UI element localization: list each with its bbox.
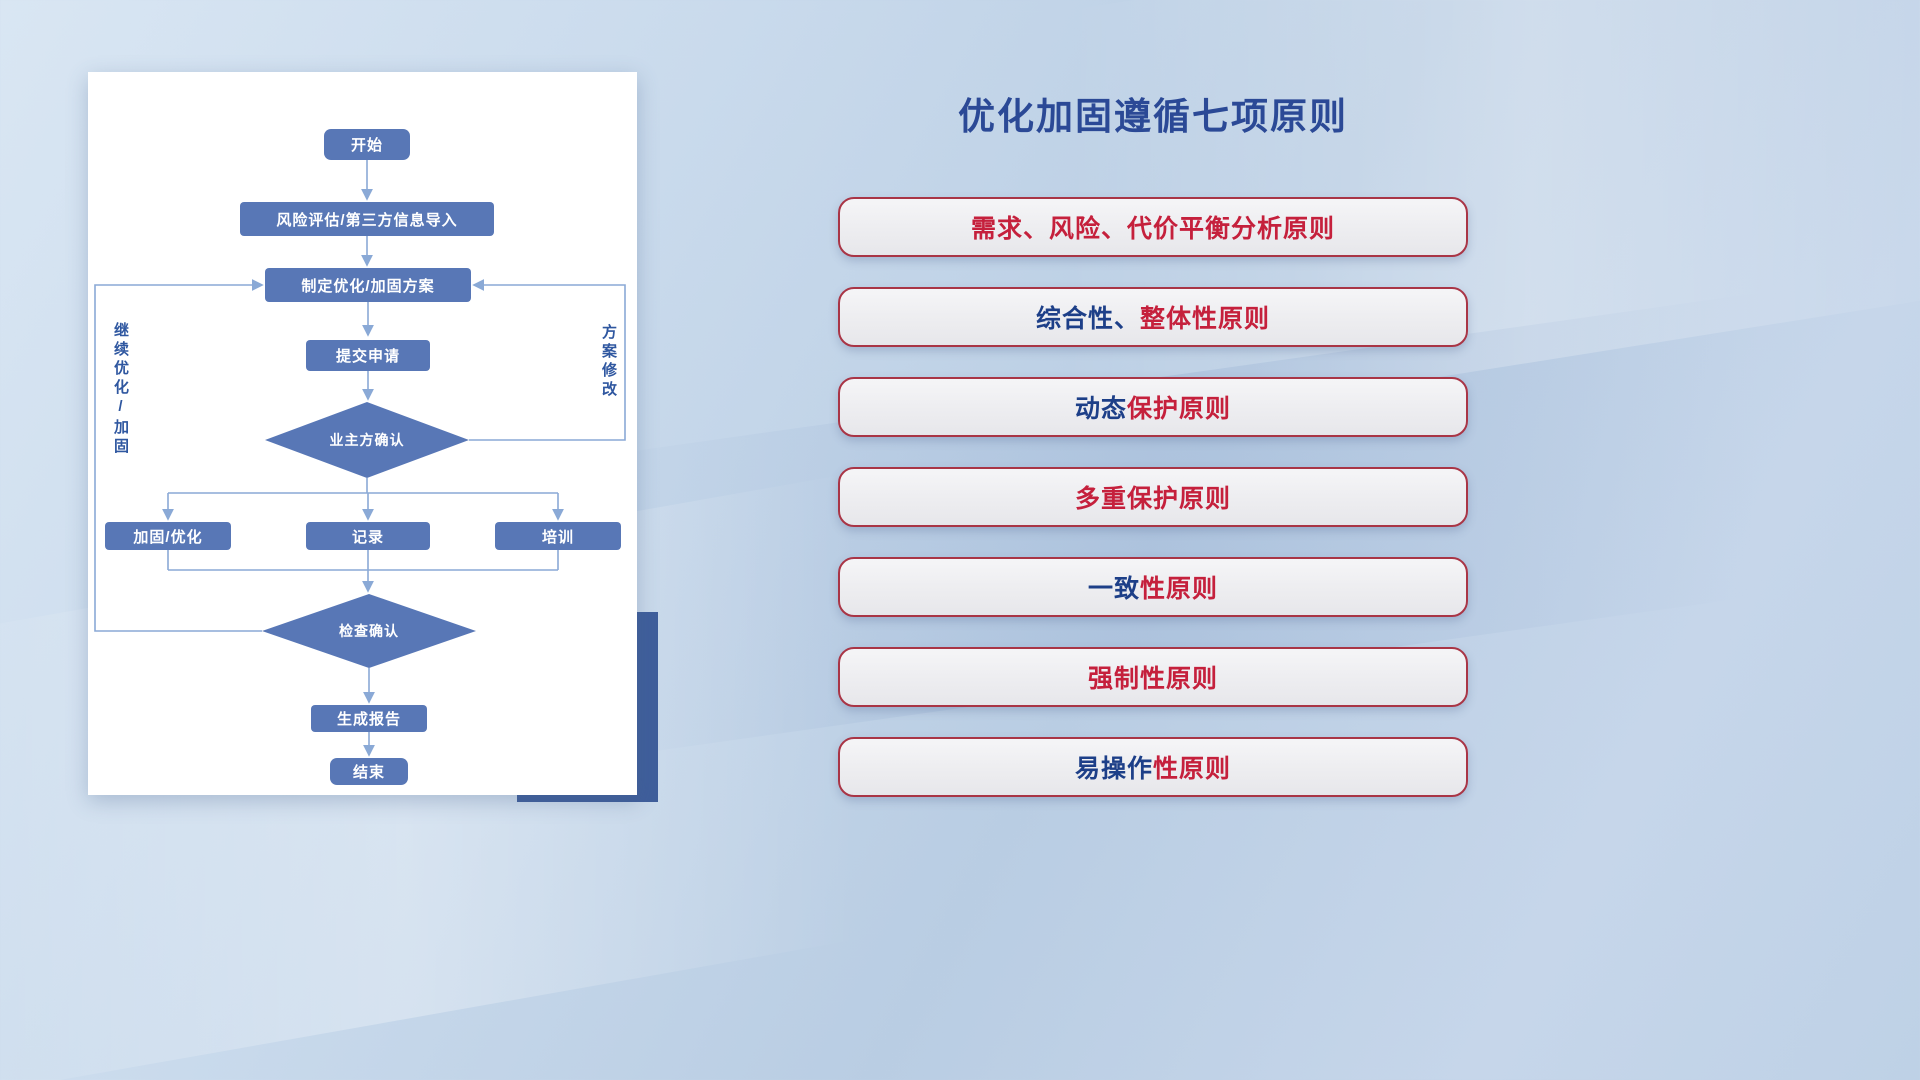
- principle-text-segment: 需求、风险、代价平衡分析原则: [970, 215, 1335, 243]
- principle-text-segment: 多重保护原则: [1074, 485, 1231, 513]
- flowchart-card: 开始 风险评估/第三方信息导入 制定优化/加固方案 提交申请 业主方确认 加固/…: [88, 72, 637, 795]
- principles-list: 需求、风险、代价平衡分析原则综合性、整体性原则动态保护原则多重保护原则一致性原则…: [838, 197, 1468, 797]
- flow-node-generate-report: 生成报告: [311, 705, 427, 732]
- principle-text-segment: 保护原则: [1127, 395, 1232, 423]
- principle-text-segment: 性原则: [1140, 575, 1219, 603]
- principle-text-segment: 性原则: [1153, 755, 1232, 783]
- principle-text-segment: 整体性原则: [1140, 305, 1271, 333]
- flow-node-training: 培训: [495, 522, 621, 550]
- flow-node-record: 记录: [306, 522, 430, 550]
- principle-box: 综合性、整体性原则: [838, 287, 1468, 347]
- flow-node-owner-confirm-label: 业主方确认: [329, 432, 405, 448]
- flow-node-risk-assessment: 风险评估/第三方信息导入: [240, 202, 494, 236]
- principle-text-segment: 一致: [1087, 575, 1140, 603]
- principle-text-segment: 易操作: [1074, 755, 1153, 783]
- principle-box: 动态保护原则: [838, 377, 1468, 437]
- principle-text-segment: 综合性、: [1035, 305, 1140, 333]
- flow-node-check-confirm-label: 检查确认: [339, 623, 399, 639]
- flow-node-end: 结束: [330, 758, 408, 785]
- flow-node-submit-request: 提交申请: [306, 340, 430, 371]
- flow-node-start: 开始: [324, 129, 410, 160]
- principle-text-segment: 强制性原则: [1087, 665, 1218, 693]
- principle-box: 强制性原则: [838, 647, 1468, 707]
- flowchart-connectors: [94, 160, 626, 757]
- principle-box: 需求、风险、代价平衡分析原则: [838, 197, 1468, 257]
- flow-node-make-plan: 制定优化/加固方案: [265, 268, 471, 302]
- check-confirm-diamond: [262, 594, 476, 668]
- loop-label-plan-revision: 方案修改: [600, 324, 617, 400]
- principle-box: 一致性原则: [838, 557, 1468, 617]
- principle-text-segment: 动态: [1074, 395, 1127, 423]
- principle-box: 易操作性原则: [838, 737, 1468, 797]
- loop-label-continue-optimize: 继续优化/加固: [112, 322, 129, 457]
- principle-box: 多重保护原则: [838, 467, 1468, 527]
- owner-confirm-diamond: [265, 402, 469, 478]
- flow-node-reinforce-optimize: 加固/优化: [105, 522, 231, 550]
- page-title: 优化加固遵循七项原则: [958, 96, 1348, 137]
- principles-panel: 优化加固遵循七项原则 需求、风险、代价平衡分析原则综合性、整体性原则动态保护原则…: [838, 94, 1468, 827]
